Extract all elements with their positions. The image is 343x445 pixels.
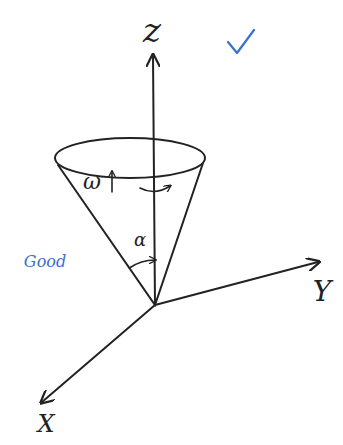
angle-arc	[129, 260, 155, 268]
axis-label: X	[37, 412, 54, 436]
grader-note: Good	[24, 254, 66, 270]
cone-sides	[58, 163, 203, 305]
angle-label: α	[134, 231, 146, 249]
rotation-arc	[140, 186, 170, 192]
axis-label: Y	[313, 278, 331, 306]
angular-velocity-label: ω	[83, 171, 101, 193]
z-axis	[153, 56, 155, 305]
rotation-arrow	[111, 172, 113, 192]
axis-label: z	[143, 13, 161, 47]
y-axis	[155, 262, 318, 305]
check-mark	[228, 30, 254, 53]
x-axis	[42, 305, 155, 402]
cone-rim	[55, 138, 205, 178]
